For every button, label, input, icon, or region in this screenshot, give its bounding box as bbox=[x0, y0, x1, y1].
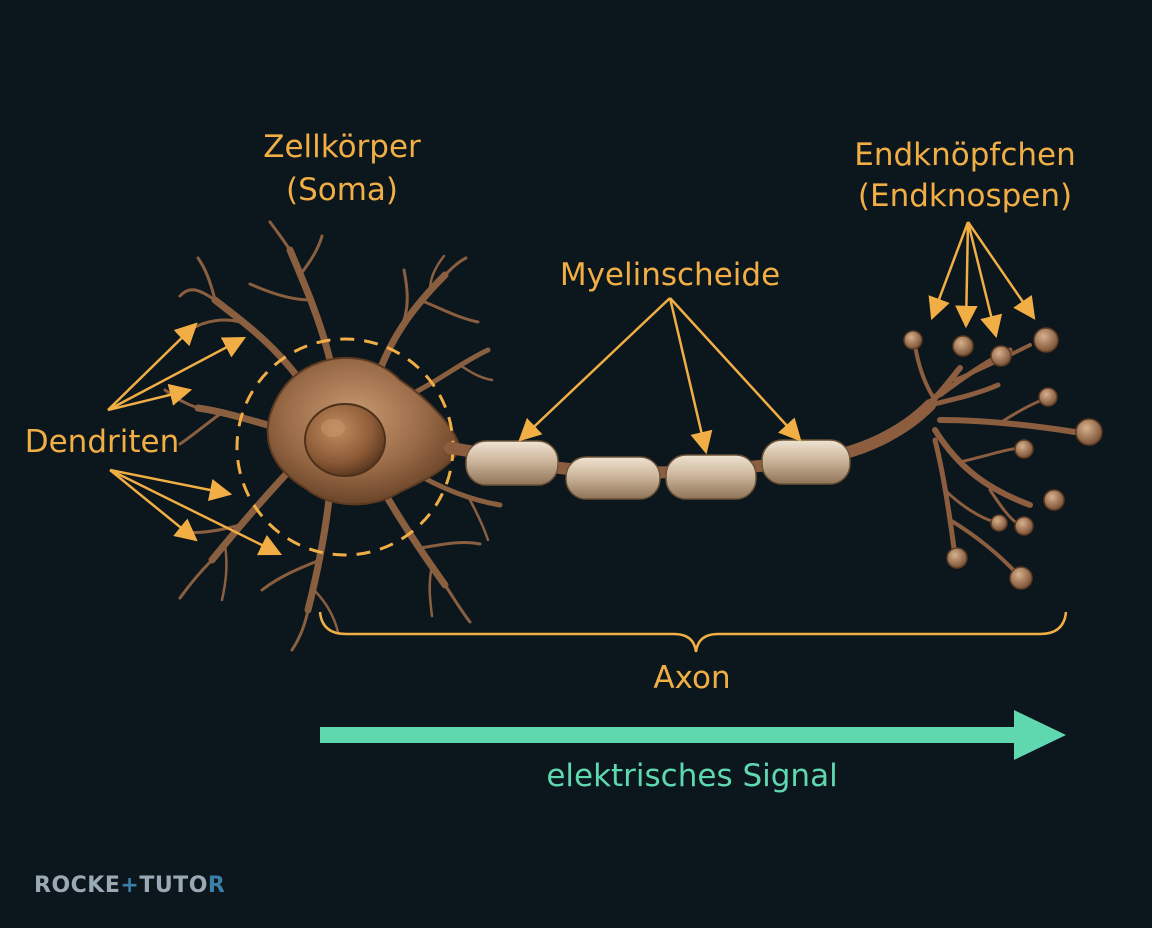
terminal-arrows bbox=[928, 221, 1036, 339]
labels: Zellkörper (Soma) Endknöpfchen (Endknosp… bbox=[25, 129, 1076, 696]
plus-icon: + bbox=[120, 873, 139, 898]
logo-part1: ROCKE bbox=[34, 873, 120, 898]
arrow-right-icon bbox=[320, 710, 1066, 760]
nucleus bbox=[304, 403, 386, 477]
dendrites-label: Dendriten bbox=[25, 424, 180, 460]
axon-bracket bbox=[318, 611, 1068, 653]
logo: ROCKE+TUTOR bbox=[34, 873, 225, 898]
myelin-label: Myelinscheide bbox=[560, 257, 780, 293]
dendrite-arrows bbox=[107, 322, 283, 556]
axon-terminals bbox=[913, 343, 1078, 577]
soma-label-line2: (Soma) bbox=[286, 172, 398, 208]
myelin-sheath bbox=[465, 439, 851, 500]
axon bbox=[444, 399, 936, 500]
signal-label: elektrisches Signal bbox=[546, 758, 837, 794]
terminal-buttons bbox=[903, 327, 1103, 590]
axon-label: Axon bbox=[653, 660, 730, 696]
soma bbox=[266, 356, 462, 506]
soma-label-line1: Zellkörper bbox=[263, 129, 421, 165]
logo-part2: TUTO bbox=[139, 873, 208, 898]
myelin-arrows bbox=[518, 297, 802, 455]
logo-part3: R bbox=[208, 873, 225, 898]
terminals-label-line1: Endknöpfchen bbox=[854, 137, 1075, 173]
terminals-label-line2: (Endknospen) bbox=[858, 178, 1072, 214]
